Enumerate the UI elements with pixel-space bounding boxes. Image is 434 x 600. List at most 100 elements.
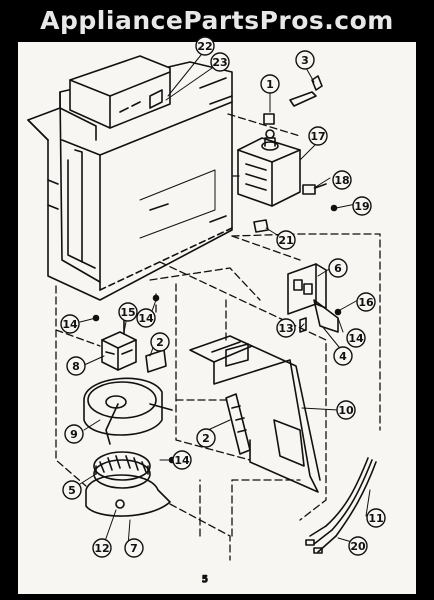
callout-circle: [62, 480, 82, 500]
callout-21: 21: [276, 230, 296, 250]
callout-circle: [333, 346, 353, 366]
callout-number: 1: [266, 78, 274, 91]
callout-number: 14: [62, 318, 78, 331]
callout-circle: [276, 230, 296, 250]
callout-number: 4: [339, 350, 347, 363]
callout-16: 16: [356, 292, 376, 312]
diode-21: [253, 219, 269, 233]
callout-number: 19: [354, 200, 369, 213]
callout-circle: [352, 196, 372, 216]
callout-14: 14: [60, 314, 80, 334]
callout-14: 14: [136, 308, 156, 328]
callout-number: 15: [120, 306, 135, 319]
callout-circle: [64, 424, 84, 444]
callout-number: 8: [72, 360, 80, 373]
callout-number: 5: [68, 484, 76, 497]
callout-1: 1: [260, 74, 280, 94]
top-control-block: [69, 55, 171, 129]
callout-circle: [118, 302, 138, 322]
callout-8: 8: [66, 356, 86, 376]
callout-9: 9: [64, 424, 84, 444]
callout-number: 23: [212, 56, 227, 69]
callout-circle: [260, 74, 280, 94]
callout-number: 6: [334, 262, 342, 275]
fan-base-plate: [85, 474, 171, 517]
callout-number: 14: [174, 454, 190, 467]
fan-blade: [93, 451, 151, 489]
callout-number: 3: [301, 54, 309, 67]
fan-motor: [101, 319, 137, 371]
magnetron: [237, 129, 301, 207]
thermal-switch: [302, 183, 327, 195]
callout-7: 7: [124, 538, 144, 558]
callout-circle: [336, 400, 356, 420]
callout-circle: [308, 126, 328, 146]
callout-number: 21: [278, 234, 293, 247]
callout-6: 6: [328, 258, 348, 278]
callout-circle: [348, 536, 368, 556]
callout-circle: [356, 292, 376, 312]
callout-circle: [195, 36, 215, 56]
cabinet-frame: [27, 61, 233, 301]
callout-circle: [196, 428, 216, 448]
callout-number: 2: [156, 336, 164, 349]
callout-11: 11: [366, 508, 386, 528]
callout-circle: [346, 328, 366, 348]
callout-number: 2: [202, 432, 210, 445]
callout-18: 18: [332, 170, 352, 190]
callout-23: 23: [210, 52, 230, 72]
callout-20: 20: [348, 536, 368, 556]
callout-number: 10: [338, 404, 354, 417]
callout-circle: [332, 170, 352, 190]
callout-circle: [328, 258, 348, 278]
callout-circle: [172, 450, 192, 470]
callout-number: 17: [310, 130, 325, 143]
callout-12: 12: [92, 538, 112, 558]
diagram-paper: [18, 42, 416, 594]
air-duct: [189, 335, 321, 493]
callout-number: 14: [138, 312, 154, 325]
callout-circle: [66, 356, 86, 376]
switch-bracket: [287, 263, 339, 333]
callout-4: 4: [333, 346, 353, 366]
callout-number: 18: [334, 174, 349, 187]
callout-number: 20: [350, 540, 366, 553]
callout-22: 22: [195, 36, 215, 56]
callout-17: 17: [308, 126, 328, 146]
callout-5: 5: [62, 480, 82, 500]
wire-harness: [305, 457, 377, 554]
fuse-holder: [289, 75, 323, 107]
page-mark: 5: [202, 575, 208, 585]
callout-circle: [92, 538, 112, 558]
callout-number: 13: [278, 322, 293, 335]
callout-circle: [60, 314, 80, 334]
bracket-2-upper: [145, 349, 167, 373]
callout-number: 14: [348, 332, 364, 345]
callout-19: 19: [352, 196, 372, 216]
callout-2: 2: [150, 332, 170, 352]
callout-circle: [210, 52, 230, 72]
callout-circle: [124, 538, 144, 558]
callout-10: 10: [336, 400, 356, 420]
callout-circle: [295, 50, 315, 70]
callout-number: 12: [94, 542, 109, 555]
callout-13: 13: [276, 318, 296, 338]
callout-14: 14: [172, 450, 192, 470]
callout-circle: [366, 508, 386, 528]
callout-number: 7: [130, 542, 138, 555]
callout-14: 14: [346, 328, 366, 348]
bracket-2-lower: [225, 393, 251, 455]
callout-circle: [276, 318, 296, 338]
callout-circle: [136, 308, 156, 328]
assembly-guide-lines: [55, 113, 381, 561]
callout-2: 2: [196, 428, 216, 448]
callout-15: 15: [118, 302, 138, 322]
watermark: AppliancePartsPros.com: [40, 6, 394, 35]
small-cap: [263, 113, 275, 125]
callout-number: 16: [358, 296, 374, 309]
callout-3: 3: [295, 50, 315, 70]
callout-circle: [150, 332, 170, 352]
